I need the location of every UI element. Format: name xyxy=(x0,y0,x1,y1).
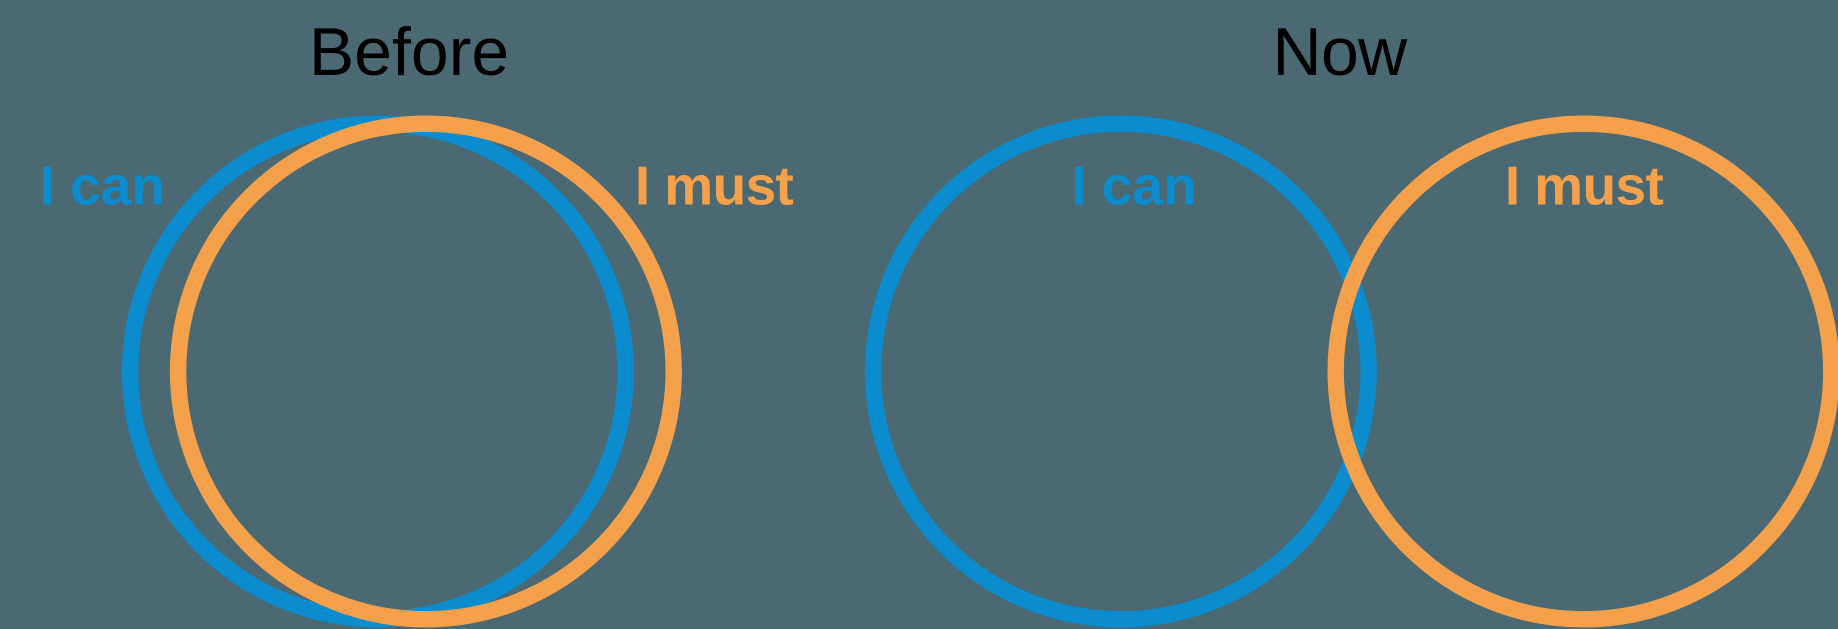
svg-text:Now: Now xyxy=(1273,14,1409,90)
svg-text:I can: I can xyxy=(40,155,165,217)
svg-text:Before: Before xyxy=(309,14,509,90)
svg-text:I can: I can xyxy=(1071,155,1196,217)
svg-text:I must: I must xyxy=(1505,155,1664,217)
svg-text:I must: I must xyxy=(635,155,794,217)
